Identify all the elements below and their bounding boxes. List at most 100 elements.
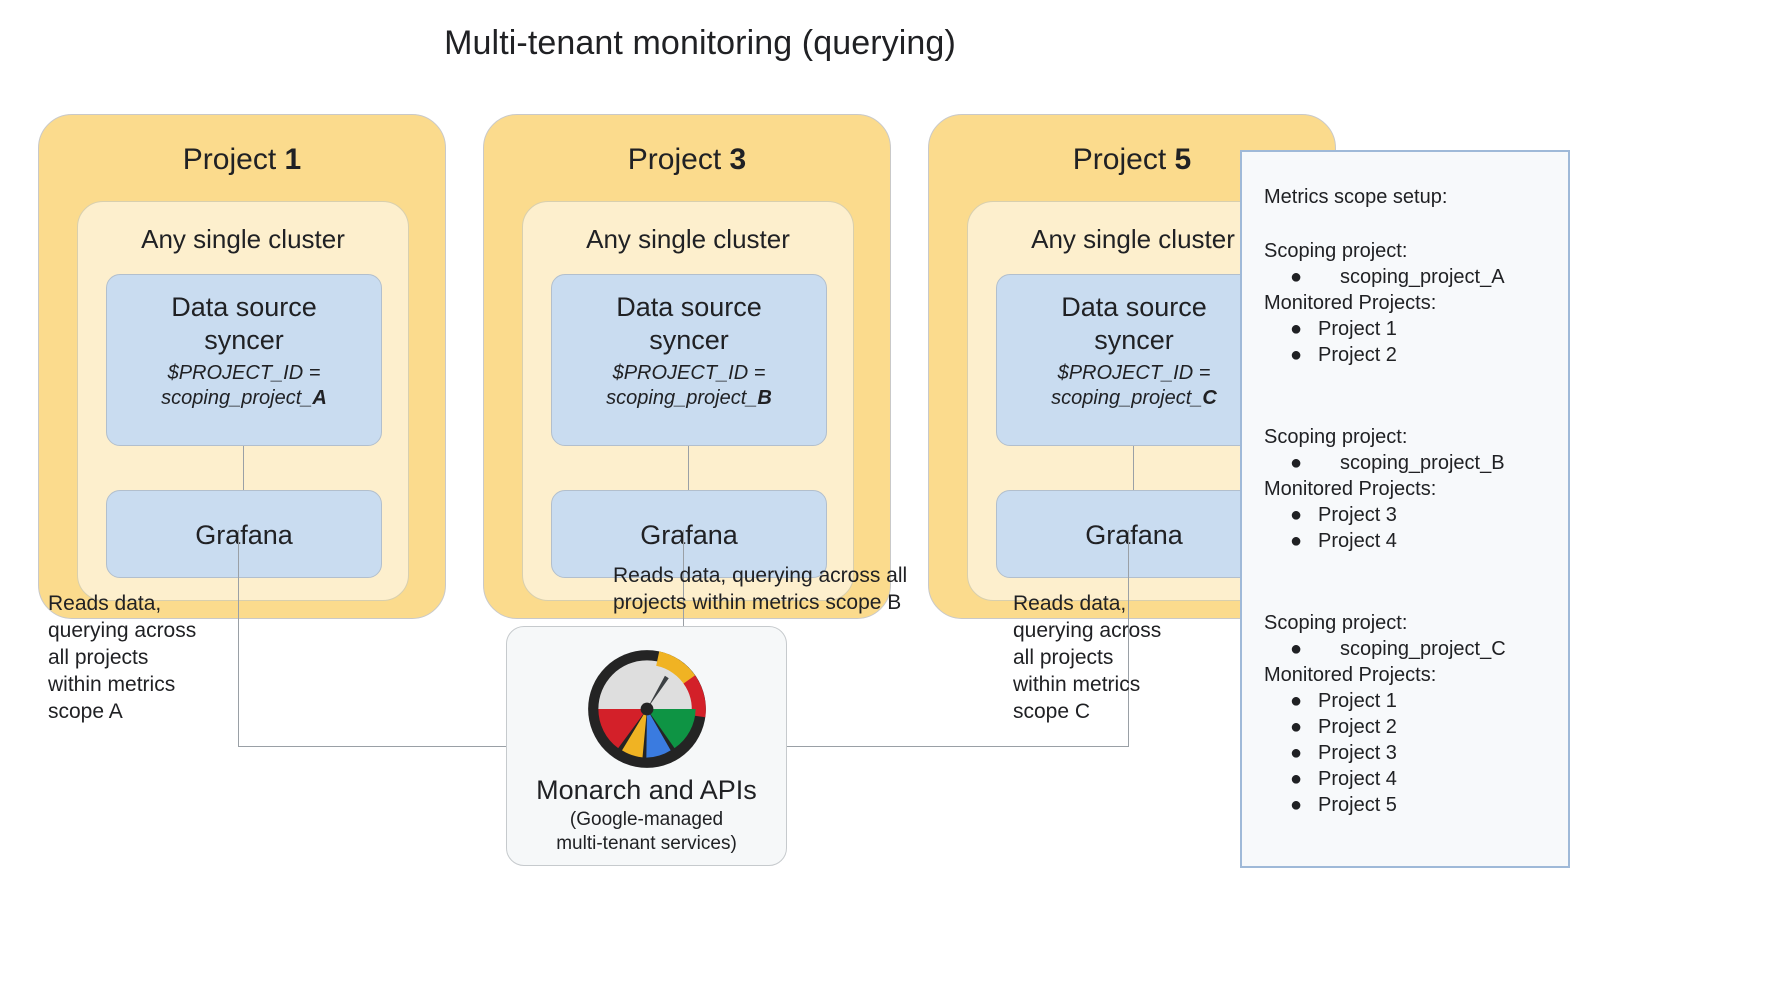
project-card-1-title: Project 1 xyxy=(39,143,445,177)
legend-monitored-b-2: Project 4 xyxy=(1318,530,1397,552)
legend-monitored-c-3: Project 3 xyxy=(1318,742,1397,764)
legend-spacer-2b xyxy=(1264,396,1548,424)
cluster-label-5: Any single cluster xyxy=(1031,224,1235,254)
connector-project1-horizontal xyxy=(238,746,508,747)
legend-spacer-3 xyxy=(1264,554,1548,582)
grafana-box-1[interactable]: Grafana xyxy=(106,490,382,578)
legend-scoping-value-b-row: ● scoping_project_B xyxy=(1264,450,1548,476)
annotation-scope-a: Reads data, querying across all projects… xyxy=(48,592,197,723)
cluster-box-1: Any single cluster Data source syncer $P… xyxy=(77,201,409,601)
cluster-box-5: Any single cluster Data source syncer $P… xyxy=(967,201,1299,601)
syncer-var-prefix-1: scoping_project_ xyxy=(161,387,313,409)
project-3-label: Project xyxy=(627,143,730,176)
monarch-and-apis-box[interactable]: Monarch and APIs (Google-managed multi-t… xyxy=(506,626,787,866)
annotation-scope-c: Reads data, querying across all projects… xyxy=(1013,592,1162,723)
metrics-scope-legend: Metrics scope setup: Scoping project: ● … xyxy=(1240,150,1570,868)
grafana-box-5[interactable]: Grafana xyxy=(996,490,1272,578)
grafana-label-3: Grafana xyxy=(640,520,738,550)
syncer-var-prefix-5: scoping_project_ xyxy=(1051,387,1203,409)
syncer-var-letter-1: A xyxy=(312,387,327,409)
legend-monitored-c-2-row: ● Project 2 xyxy=(1264,714,1548,740)
bullet-icon: ● xyxy=(1290,452,1303,474)
project-1-number: 1 xyxy=(284,143,302,176)
syncer-var-line1-1: $PROJECT_ID = xyxy=(167,362,321,384)
grafana-box-3[interactable]: Grafana xyxy=(551,490,827,578)
data-source-syncer-3[interactable]: Data source syncer $PROJECT_ID = scoping… xyxy=(551,274,827,446)
syncer-var-letter-3: B xyxy=(757,387,772,409)
bullet-icon: ● xyxy=(1290,716,1303,738)
legend-monitored-b-1: Project 3 xyxy=(1318,504,1397,526)
legend-monitored-c-1-row: ● Project 1 xyxy=(1264,688,1548,714)
project-card-3-title: Project 3 xyxy=(484,143,890,177)
bullet-icon: ● xyxy=(1290,344,1303,366)
bullet-icon: ● xyxy=(1290,690,1303,712)
project-5-label: Project xyxy=(1072,143,1175,176)
legend-monitored-a-1: Project 1 xyxy=(1318,318,1397,340)
syncer-project-id-1: $PROJECT_ID = scoping_project_A xyxy=(107,361,381,411)
legend-monitored-label-c: Monitored Projects: xyxy=(1264,664,1437,686)
syncer-grafana-connector-1 xyxy=(243,446,244,490)
syncer-project-id-5: $PROJECT_ID = scoping_project_C xyxy=(997,361,1271,411)
legend-spacer-1 xyxy=(1264,210,1548,238)
syncer-var-prefix-3: scoping_project_ xyxy=(606,387,758,409)
syncer-title-5: Data source syncer xyxy=(1061,292,1207,355)
syncer-var-letter-5: C xyxy=(1202,387,1217,409)
project-card-1[interactable]: Project 1 Any single cluster Data source… xyxy=(38,114,446,619)
cluster-box-3: Any single cluster Data source syncer $P… xyxy=(522,201,854,601)
project-5-number: 5 xyxy=(1174,143,1192,176)
legend-spacer-2 xyxy=(1264,368,1548,396)
legend-monitored-c-4-row: ● Project 4 xyxy=(1264,766,1548,792)
cluster-label-1: Any single cluster xyxy=(141,224,345,254)
legend-monitored-c-5: Project 5 xyxy=(1318,794,1397,816)
annotation-scope-b: Reads data, querying across all projects… xyxy=(613,564,908,614)
legend-monitored-c-4: Project 4 xyxy=(1318,768,1397,790)
legend-scoping-label-b: Scoping project: xyxy=(1264,426,1408,448)
syncer-var-line1-3: $PROJECT_ID = xyxy=(612,362,766,384)
legend-scoping-value-b: scoping_project_B xyxy=(1340,452,1505,474)
bullet-icon: ● xyxy=(1290,638,1303,660)
monarch-title: Monarch and APIs xyxy=(536,775,757,805)
syncer-grafana-connector-3 xyxy=(688,446,689,490)
bullet-icon: ● xyxy=(1290,794,1303,816)
legend-monitored-b-2-row: ● Project 4 xyxy=(1264,528,1548,554)
data-source-syncer-5[interactable]: Data source syncer $PROJECT_ID = scoping… xyxy=(996,274,1272,446)
connector-project3-vertical xyxy=(683,530,684,628)
legend-scoping-value-c: scoping_project_C xyxy=(1340,638,1506,660)
legend-monitored-c-2: Project 2 xyxy=(1318,716,1397,738)
cluster-label-3: Any single cluster xyxy=(586,224,790,254)
syncer-title-3: Data source syncer xyxy=(616,292,762,355)
project-card-5-title: Project 5 xyxy=(929,143,1335,177)
bullet-icon: ● xyxy=(1290,530,1303,552)
legend-monitored-a-2-row: ● Project 2 xyxy=(1264,342,1548,368)
connector-project5-horizontal xyxy=(786,746,1129,747)
connector-project5-vertical xyxy=(1128,530,1129,746)
legend-heading: Metrics scope setup: xyxy=(1264,186,1448,208)
legend-scoping-value-a: scoping_project_A xyxy=(1340,266,1505,288)
grafana-label-1: Grafana xyxy=(195,520,293,550)
legend-scoping-label-c: Scoping project: xyxy=(1264,612,1408,634)
syncer-grafana-connector-5 xyxy=(1133,446,1134,490)
legend-monitored-label-b: Monitored Projects: xyxy=(1264,478,1437,500)
bullet-icon: ● xyxy=(1290,504,1303,526)
bullet-icon: ● xyxy=(1290,768,1303,790)
data-source-syncer-1[interactable]: Data source syncer $PROJECT_ID = scoping… xyxy=(106,274,382,446)
legend-spacer-3b xyxy=(1264,582,1548,610)
syncer-title-1: Data source syncer xyxy=(171,292,317,355)
legend-scoping-value-a-row: ● scoping_project_A xyxy=(1264,264,1548,290)
syncer-var-line1-5: $PROJECT_ID = xyxy=(1057,362,1211,384)
monarch-subtitle: (Google-managed multi-tenant services) xyxy=(556,809,737,854)
bullet-icon: ● xyxy=(1290,266,1303,288)
project-card-3[interactable]: Project 3 Any single cluster Data source… xyxy=(483,114,891,619)
project-3-number: 3 xyxy=(729,143,747,176)
connector-project1-vertical xyxy=(238,530,239,746)
legend-scoping-label-a: Scoping project: xyxy=(1264,240,1408,262)
legend-monitored-a-1-row: ● Project 1 xyxy=(1264,316,1548,342)
legend-monitored-c-5-row: ● Project 5 xyxy=(1264,792,1548,818)
legend-monitored-c-1: Project 1 xyxy=(1318,690,1397,712)
grafana-label-5: Grafana xyxy=(1085,520,1183,550)
legend-monitored-label-a: Monitored Projects: xyxy=(1264,292,1437,314)
project-1-label: Project xyxy=(182,143,285,176)
monarch-gauge-icon xyxy=(587,650,706,768)
legend-monitored-b-1-row: ● Project 3 xyxy=(1264,502,1548,528)
